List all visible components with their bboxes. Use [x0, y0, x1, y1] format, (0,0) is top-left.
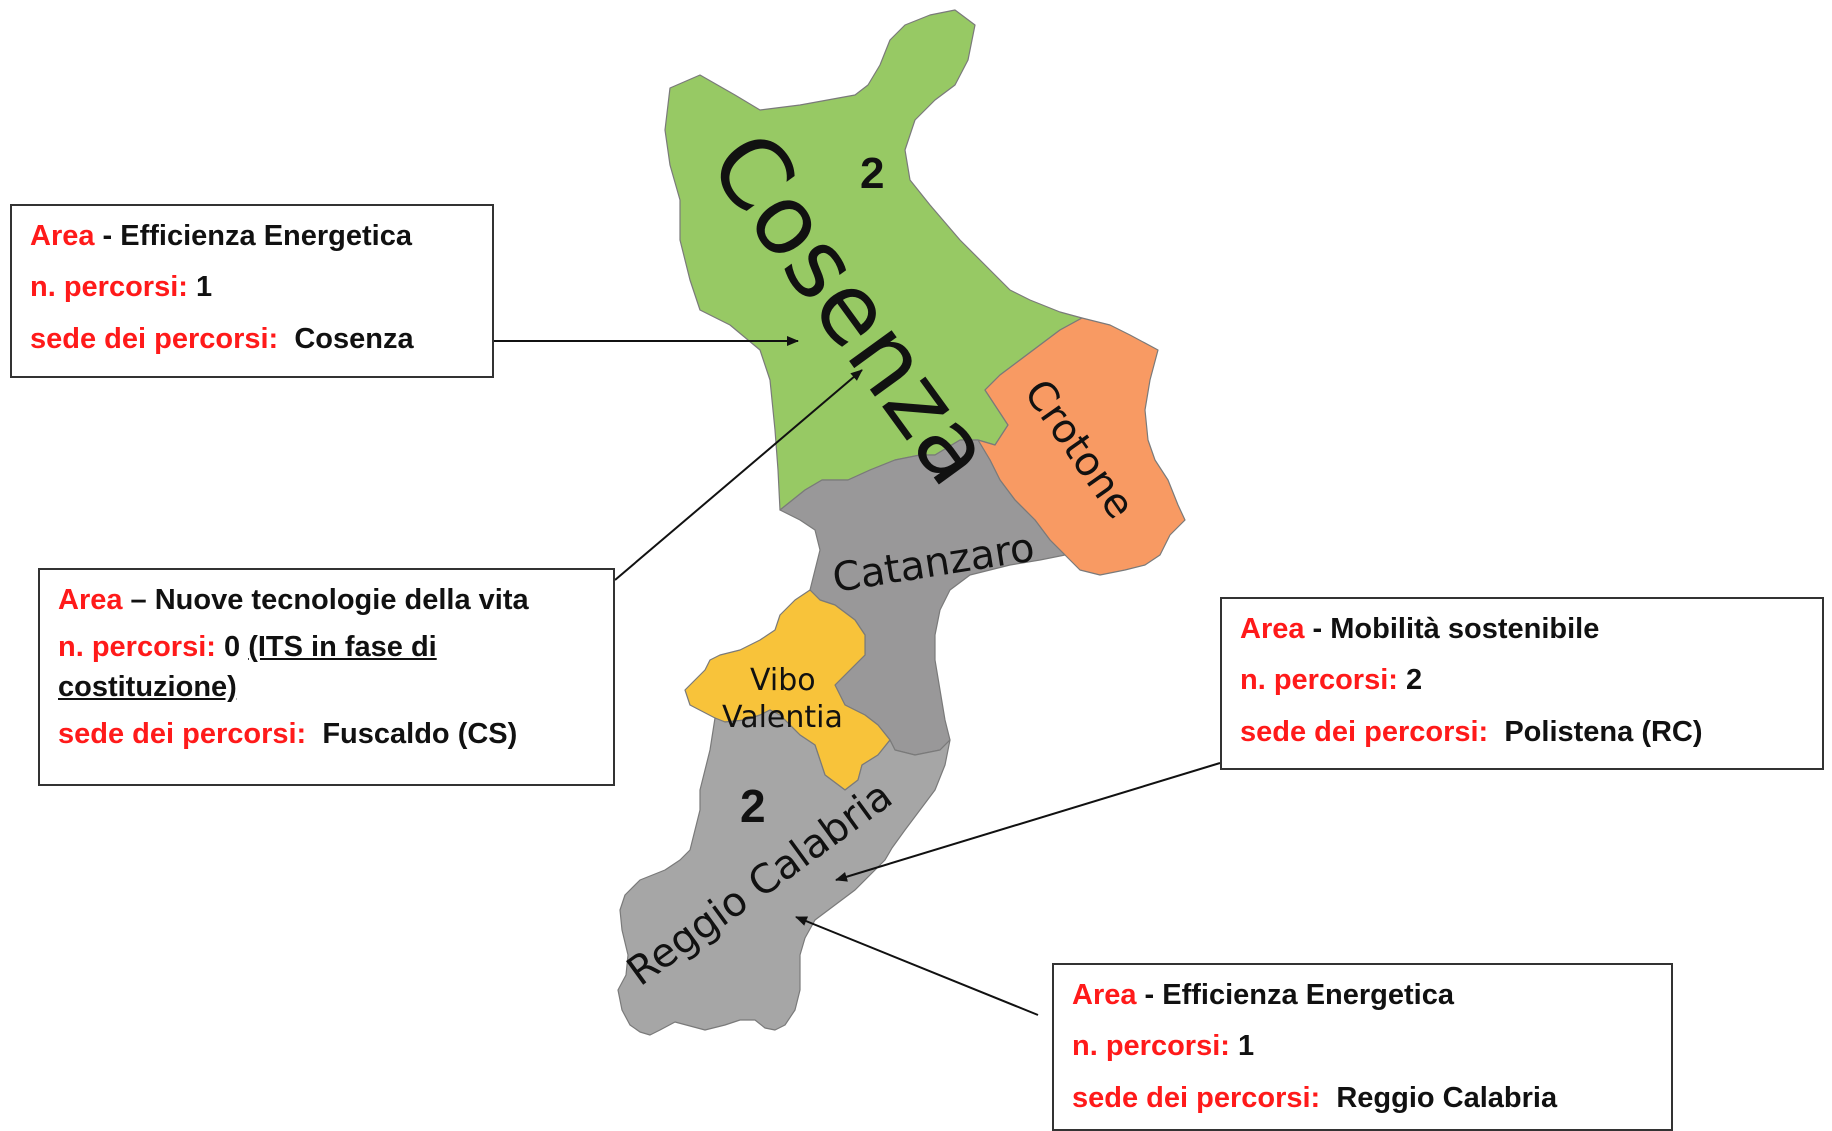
area-value: - Efficienza Energetica: [1136, 979, 1454, 1011]
callout-percorsi-line: n. percorsi: 1: [1072, 1030, 1653, 1063]
callout-percorsi-line: n. percorsi: 1: [30, 271, 474, 304]
sede-key: sede dei percorsi:: [58, 718, 307, 751]
region-crotone[interactable]: [977, 317, 1186, 576]
percorsi-key: n. percorsi:: [58, 631, 216, 664]
percorsi-value: 1: [187, 271, 213, 304]
percorsi-key: n. percorsi:: [30, 271, 188, 304]
callout-area-line: Area - Efficienza Energetica: [30, 220, 474, 253]
callout-fuscaldo: Area – Nuove tecnologie della vita n. pe…: [38, 568, 615, 786]
arrow-fuscaldo: [614, 369, 863, 581]
callout-percorsi-line: n. percorsi: 0 (ITS in fase di: [58, 631, 595, 664]
percorsi-key: n. percorsi:: [1072, 1030, 1230, 1063]
count-reggio-calabria: 2: [740, 780, 766, 832]
percorsi-key: n. percorsi:: [1240, 664, 1398, 697]
percorsi-value: 1: [1229, 1030, 1255, 1063]
percorsi-note-cont: costituzione): [58, 670, 237, 703]
percorsi-value: 2: [1397, 664, 1423, 697]
callout-area-line: Area – Nuove tecnologie della vita: [58, 584, 595, 617]
count-cosenza: 2: [860, 149, 884, 198]
callout-sede-line: sede dei percorsi: Polistena (RC): [1240, 716, 1804, 749]
callout-percorsi-line: n. percorsi: 2: [1240, 664, 1804, 697]
area-key: Area: [58, 584, 123, 616]
sede-key: sede dei percorsi:: [30, 322, 279, 355]
callout-sede-line: sede dei percorsi: Reggio Calabria: [1072, 1082, 1653, 1115]
area-key: Area: [1072, 979, 1137, 1011]
arrow-polistena: [835, 762, 1221, 882]
sede-value: Cosenza: [278, 322, 414, 355]
sede-key: sede dei percorsi:: [1240, 715, 1489, 748]
area-value: - Mobilità sostenibile: [1304, 613, 1600, 645]
callout-area-line: Area - Efficienza Energetica: [1072, 979, 1653, 1012]
callout-sede-line: sede dei percorsi: Fuscaldo (CS): [58, 718, 595, 751]
callout-percorsi-line-2: costituzione): [58, 671, 595, 704]
percorsi-value: 0: [215, 631, 249, 664]
region-label-vibo-line-1: Vibo: [750, 663, 816, 698]
area-key: Area: [1240, 613, 1305, 645]
sede-value: Polistena (RC): [1488, 715, 1703, 748]
callout-cosenza: Area - Efficienza Energetica n. percorsi…: [10, 204, 494, 378]
callout-area-line: Area - Mobilità sostenibile: [1240, 613, 1804, 646]
arrow-reggio-calabria: [795, 916, 1039, 1016]
callout-reggio-calabria: Area - Efficienza Energetica n. percorsi…: [1052, 963, 1673, 1131]
callout-polistena: Area - Mobilità sostenibile n. percorsi:…: [1220, 597, 1824, 770]
area-value: – Nuove tecnologie della vita: [122, 584, 529, 616]
callout-sede-line: sede dei percorsi: Cosenza: [30, 323, 474, 356]
area-value: - Efficienza Energetica: [94, 220, 412, 252]
area-key: Area: [30, 220, 95, 252]
percorsi-note: (ITS in fase di: [248, 631, 437, 664]
sede-key: sede dei percorsi:: [1072, 1081, 1321, 1114]
sede-value: Reggio Calabria: [1320, 1081, 1558, 1114]
sede-value: Fuscaldo (CS): [306, 718, 518, 751]
region-label-vibo-line-2: Valentia: [722, 700, 843, 735]
region-reggio-calabria[interactable]: [617, 709, 951, 1036]
